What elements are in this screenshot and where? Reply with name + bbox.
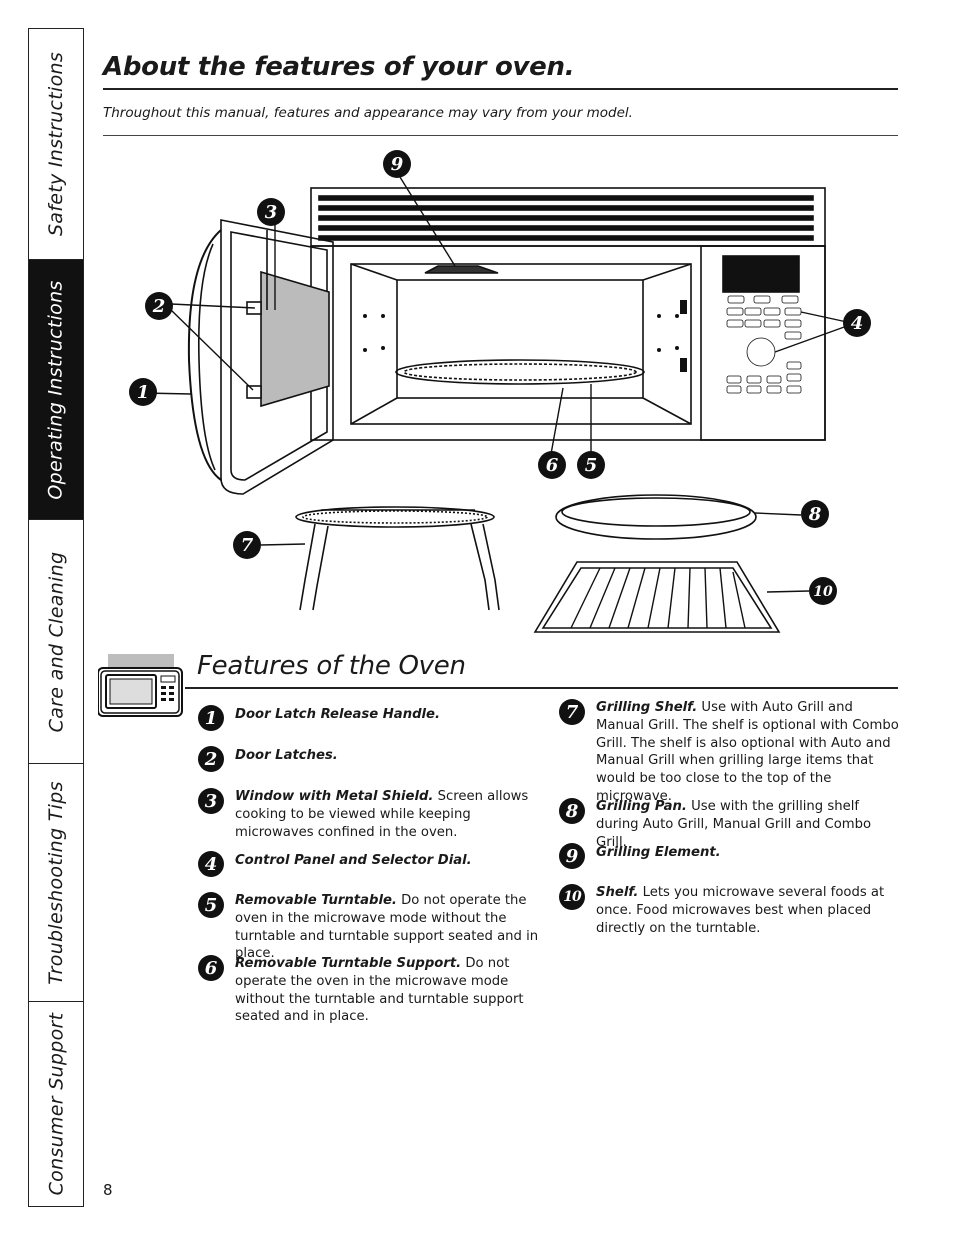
feature-number-badge: 9 [559, 843, 585, 869]
feature-title: Removable Turntable. [235, 893, 397, 908]
svg-text:6: 6 [546, 455, 559, 476]
tab-consumer-support[interactable]: Consumer Support [29, 1002, 83, 1205]
feature-item-4: 4 Control Panel and Selector Dial. [198, 851, 543, 877]
features-heading: Features of the Oven [197, 651, 466, 681]
svg-text:7: 7 [241, 535, 254, 556]
feature-title: Grilling Pan. [596, 799, 687, 814]
feature-title: Removable Turntable Support. [235, 956, 462, 971]
feature-title: Grilling Element. [596, 845, 721, 860]
tab-label: Troubleshooting Tips [45, 780, 68, 985]
feature-item-6: 6 Removable Turntable Support. Do not op… [198, 955, 543, 1026]
features-divider [185, 687, 898, 689]
svg-text:1: 1 [137, 382, 150, 403]
tab-label: Operating Instructions [45, 279, 67, 500]
callout-2: 2 [145, 292, 173, 320]
callout-3: 3 [257, 198, 285, 226]
feature-title: Shelf. [596, 885, 639, 900]
feature-description: Use with Auto Grill and Manual Grill. Th… [596, 700, 899, 804]
feature-description: Do not operate the oven in the microwave… [235, 893, 539, 962]
page-title: About the features of your oven. [103, 52, 575, 82]
title-divider [103, 88, 898, 90]
feature-title: Grilling Shelf. [596, 700, 698, 715]
svg-text:5: 5 [585, 455, 598, 476]
tab-operating-instructions[interactable]: Operating Instructions [29, 260, 83, 520]
feature-item-7: 7 Grilling Shelf. Use with Auto Grill an… [559, 699, 899, 806]
feature-item-1: 1 Door Latch Release Handle. [198, 705, 543, 731]
feature-description: Use with the grilling shelf during Auto … [596, 799, 872, 850]
feature-number-badge: 5 [198, 892, 224, 918]
microwave-icon [98, 654, 183, 717]
feature-number-badge: 3 [198, 788, 224, 814]
tab-label: Consumer Support [45, 1012, 67, 1195]
subtitle-divider [103, 135, 898, 136]
feature-number-badge: 10 [559, 884, 585, 910]
callout-10: 10 [809, 577, 837, 605]
callout-7: 7 [233, 531, 261, 559]
tab-label: Safety Instructions [45, 51, 68, 237]
feature-description: Do not operate the oven in the microwave… [235, 956, 524, 1025]
section-tabs: Safety Instructions Operating Instructio… [28, 28, 84, 1207]
feature-item-5: 5 Removable Turntable. Do not operate th… [198, 892, 543, 963]
feature-number-badge: 6 [198, 955, 224, 981]
feature-item-9: 9 Grilling Element. [559, 843, 899, 869]
feature-title: Window with Metal Shield. [235, 789, 434, 804]
feature-description: Lets you microwave several foods at once… [596, 885, 885, 936]
callout-4: 4 [843, 309, 871, 337]
callout-8: 8 [801, 500, 829, 528]
page-subtitle: Throughout this manual, features and app… [103, 105, 633, 121]
feature-title: Door Latches. [235, 748, 338, 763]
feature-number-badge: 2 [198, 746, 224, 772]
feature-item-10: 10 Shelf. Lets you microwave several foo… [559, 884, 899, 937]
oven-illustration: 9 3 2 1 4 6 5 7 8 10 [129, 150, 871, 633]
tab-safety-instructions[interactable]: Safety Instructions [29, 29, 83, 260]
svg-text:9: 9 [391, 154, 404, 175]
feature-number-badge: 1 [198, 705, 224, 731]
feature-item-3: 3 Window with Metal Shield. Screen allow… [198, 788, 543, 841]
callout-9: 9 [383, 150, 411, 178]
svg-text:10: 10 [813, 584, 833, 600]
feature-title: Control Panel and Selector Dial. [235, 853, 472, 868]
feature-number-badge: 7 [559, 699, 585, 725]
page-number: 8 [103, 1181, 113, 1199]
svg-text:8: 8 [808, 504, 822, 525]
tab-troubleshooting-tips[interactable]: Troubleshooting Tips [29, 764, 83, 1002]
tab-label: Care and Cleaning [45, 551, 68, 732]
feature-number-badge: 4 [198, 851, 224, 877]
feature-item-8: 8 Grilling Pan. Use with the grilling sh… [559, 798, 899, 851]
feature-number-badge: 8 [559, 798, 585, 824]
svg-text:2: 2 [152, 296, 166, 317]
callout-5: 5 [577, 451, 605, 479]
svg-text:3: 3 [265, 202, 278, 223]
feature-item-2: 2 Door Latches. [198, 746, 543, 772]
callout-1: 1 [129, 378, 157, 406]
tab-care-and-cleaning[interactable]: Care and Cleaning [29, 520, 83, 764]
callout-6: 6 [538, 451, 566, 479]
feature-title: Door Latch Release Handle. [235, 707, 440, 722]
feature-description: Screen allows cooking to be viewed while… [235, 789, 529, 840]
svg-text:4: 4 [851, 313, 864, 334]
